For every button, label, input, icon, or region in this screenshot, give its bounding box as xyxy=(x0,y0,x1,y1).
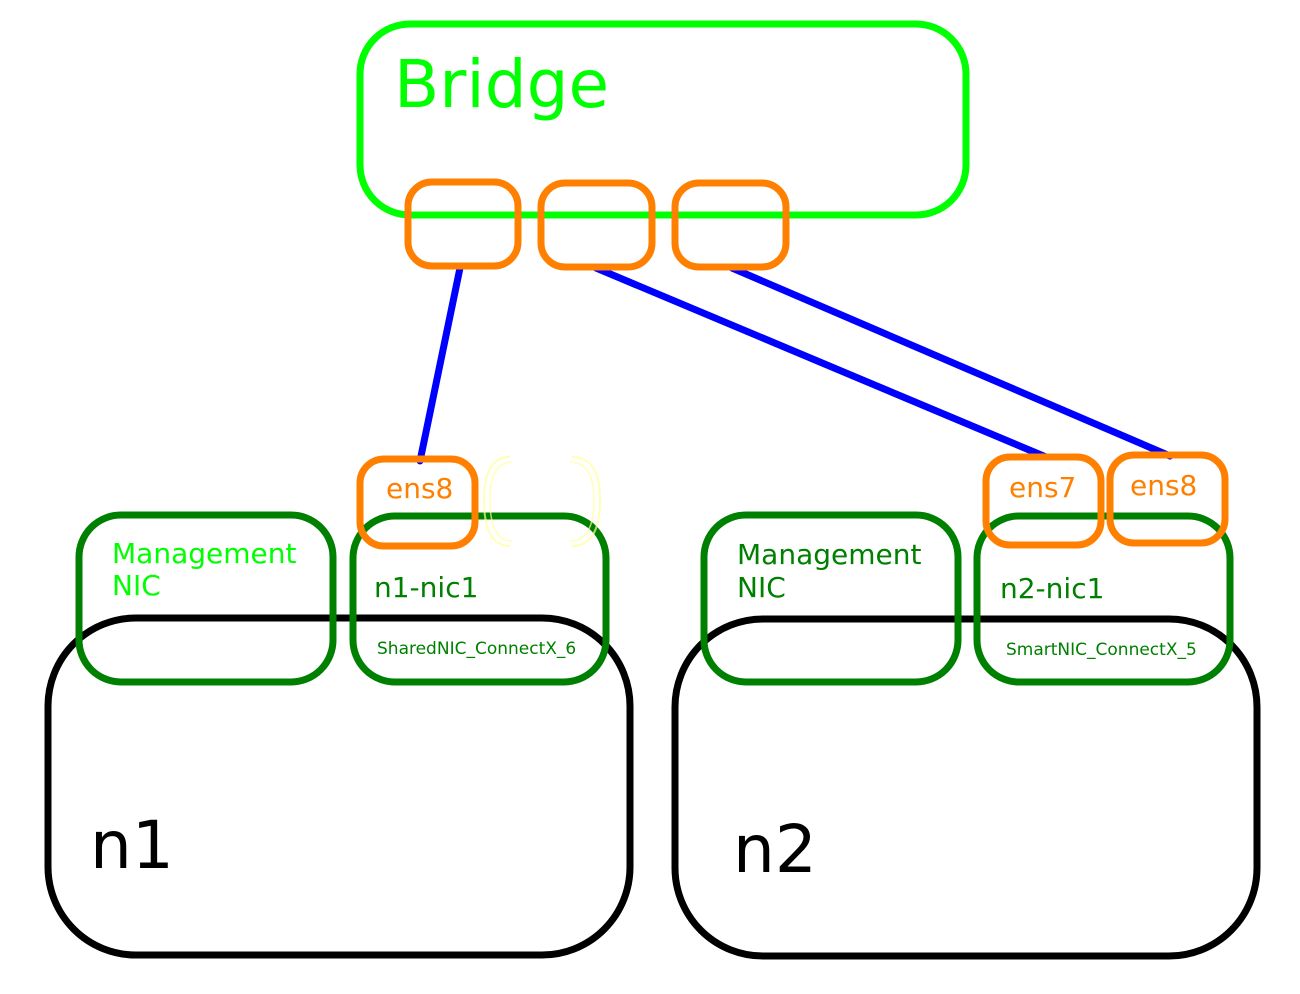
bridge-port-2 xyxy=(537,179,656,271)
node-n2-box xyxy=(671,615,1261,960)
links xyxy=(416,264,1174,465)
ghost-port xyxy=(482,456,602,547)
n2-management-nic-label-line1: Management xyxy=(737,538,921,571)
link-bridge-port2-to-n2-ens7 xyxy=(592,264,1050,461)
n1-nic1-label: n1-nic1 xyxy=(374,571,478,604)
n2-management-nic-label-line2: NIC xyxy=(737,571,786,604)
ghost-port-right-arc-inner xyxy=(569,461,595,542)
n2-port-ens7-label: ens7 xyxy=(1009,471,1076,504)
node-n2: n2 Management NIC n2-nic1 SmartNIC_Conne… xyxy=(671,511,1261,960)
bridge-port-3 xyxy=(671,179,790,271)
link-bridge-port3-to-n2-ens8 xyxy=(728,264,1174,460)
n2-port-ens8-label: ens8 xyxy=(1130,469,1197,502)
n1-management-nic-label-line2: NIC xyxy=(112,569,161,602)
node-n1: n1 Management NIC n1-nic1 SharedNIC_Conn… xyxy=(44,511,634,959)
n2-port-ens7-box xyxy=(982,453,1105,549)
bridge-label: Bridge xyxy=(394,46,609,123)
ghost-port-left-arc-inner xyxy=(489,461,513,542)
n2-port-ens8-box xyxy=(1106,451,1229,547)
n2-management-nic-box xyxy=(700,511,962,686)
n1-port-ens8-box xyxy=(356,455,479,550)
n1-port-ens8-label: ens8 xyxy=(386,472,453,505)
bridge-box xyxy=(356,20,970,219)
ghost-port-right-arc xyxy=(571,456,602,547)
n1-nic1-model: SharedNIC_ConnectX_6 xyxy=(377,639,576,659)
bridge-ports xyxy=(404,178,790,271)
node-n2-label: n2 xyxy=(733,811,817,888)
n1-management-nic-label-line1: Management xyxy=(112,537,296,570)
n1-nic1-box xyxy=(349,512,610,686)
n2-nic1-label: n2-nic1 xyxy=(1000,572,1104,605)
n1-management-nic-box xyxy=(75,511,337,686)
link-bridge-port1-to-n1-ens8 xyxy=(416,264,464,465)
bridge: Bridge xyxy=(356,20,970,219)
n2-nic1-model: SmartNIC_ConnectX_5 xyxy=(1006,640,1197,660)
node-n1-label: n1 xyxy=(90,807,174,884)
n2-ports: ens7 ens8 xyxy=(982,451,1229,549)
n1-ports: ens8 xyxy=(356,455,479,550)
node-n1-box xyxy=(44,614,634,959)
ghost-port-left-arc xyxy=(482,456,511,547)
bridge-port-1 xyxy=(404,178,522,270)
